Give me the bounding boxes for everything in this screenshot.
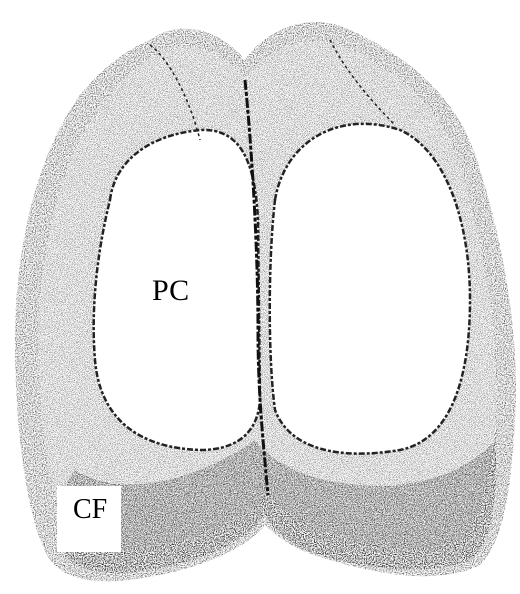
- right-cavity: [270, 124, 470, 454]
- pc-label: PC: [152, 276, 190, 306]
- cf-label: CF: [73, 496, 107, 524]
